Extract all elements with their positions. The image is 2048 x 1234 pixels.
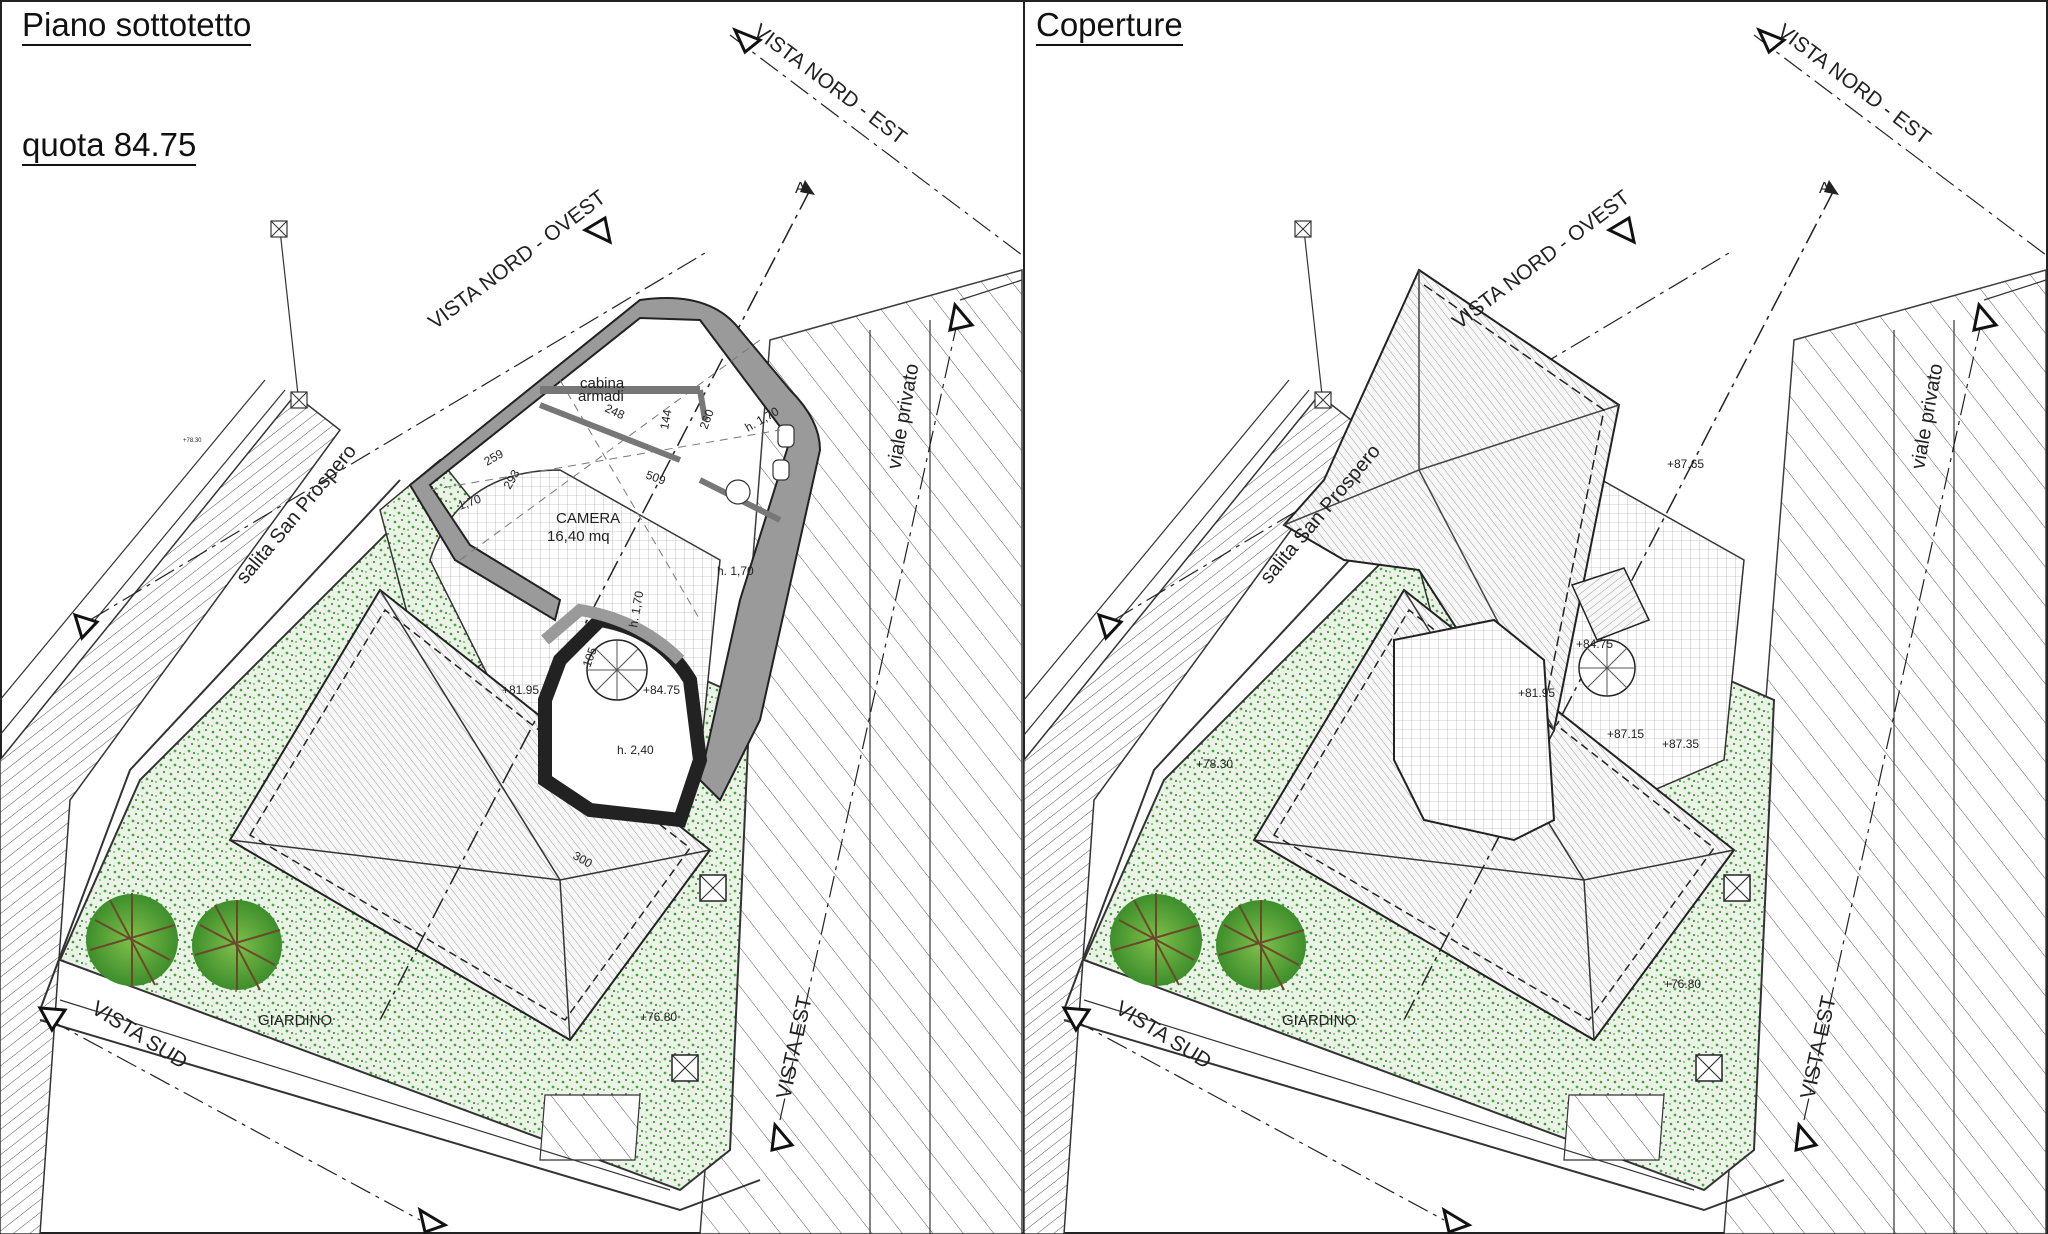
attic-walls xyxy=(408,297,822,802)
closet-label-2: armadi xyxy=(578,388,624,405)
height-label-c: h. 1,70 xyxy=(626,590,646,629)
left-title: Piano sottotetto xyxy=(22,6,252,46)
level-7830: +78.30 xyxy=(183,438,202,444)
left-subtitle: quota 84.75 xyxy=(22,126,197,166)
level-8475-r: +84.75 xyxy=(1576,637,1613,651)
level-7680: +76.80 xyxy=(640,1010,677,1024)
vista-sud-label-r: VISTA SUD xyxy=(1111,997,1215,1074)
dim-509: 509 xyxy=(644,468,668,488)
level-8765: +87.65 xyxy=(1667,457,1704,471)
right-plan: VISTA NORD - EST VISTA NORD - OVEST VIST… xyxy=(1022,20,2048,1234)
left-plan: VISTA NORD - EST VISTA NORD - OVEST VIST… xyxy=(0,20,1024,1234)
level-7830-r: +78.30 xyxy=(1196,757,1233,771)
level-8715: +87.15 xyxy=(1607,727,1644,741)
vista-nord-ovest-label-r: VISTA NORD - OVEST xyxy=(1448,186,1634,334)
vista-nord-est-label: VISTA NORD - EST xyxy=(749,20,911,150)
level-8195-r: +81.95 xyxy=(1518,686,1555,700)
vista-nord-ovest-label: VISTA NORD - OVEST xyxy=(424,186,610,334)
garden-label-r: GIARDINO xyxy=(1282,1012,1356,1029)
vista-sud-label: VISTA SUD xyxy=(87,997,191,1074)
vista-nord-est-label-r: VISTA NORD - EST xyxy=(1773,20,1935,150)
section-a-label-r: A xyxy=(1819,180,1830,197)
closet-label-1: cabina xyxy=(580,375,625,392)
section-a-label: A xyxy=(795,180,806,197)
room-area: 16,40 mq xyxy=(547,528,610,545)
dim-200: 200 xyxy=(535,712,555,736)
dim-260: 260 xyxy=(697,407,717,431)
level-8475: +84.75 xyxy=(643,683,680,697)
height-label-b: h. 1,70 xyxy=(717,564,754,578)
dim-144: 144 xyxy=(657,408,674,430)
height-label-stair: h. 2,40 xyxy=(617,743,654,757)
level-7680-r: +76.80 xyxy=(1664,977,1701,991)
right-title: Coperture xyxy=(1036,6,1183,46)
level-8195: +81.95 xyxy=(502,683,539,697)
level-8735: +87.35 xyxy=(1662,737,1699,751)
upper-roof xyxy=(1282,268,1621,733)
garden-label: GIARDINO xyxy=(258,1012,332,1029)
dim-259: 259 xyxy=(482,446,507,468)
dim-105: 105 xyxy=(580,645,600,669)
room-name: CAMERA xyxy=(556,510,620,527)
